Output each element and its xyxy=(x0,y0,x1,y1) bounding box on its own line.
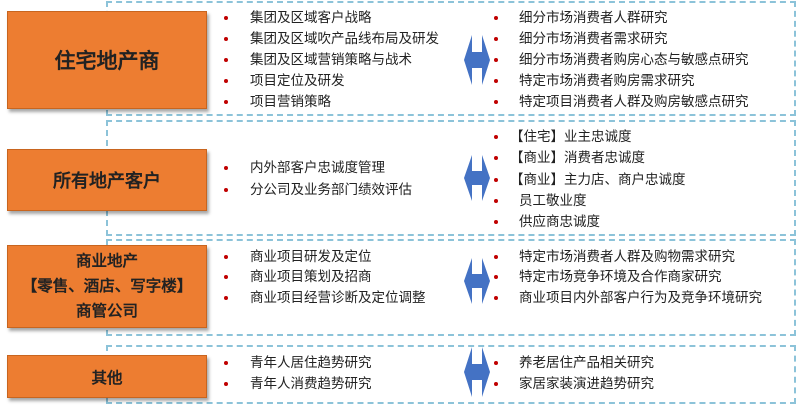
item-text: 集团及区域吹产品线布局及研发 xyxy=(250,31,439,47)
bullet-icon xyxy=(224,166,228,170)
list-item: 特定市场消费者人群及购物需求研究 xyxy=(494,249,735,265)
bullet-icon xyxy=(494,275,498,279)
list-item: 【商业】消费者忠诚度 xyxy=(494,150,645,166)
list-item: 内外部客户忠诚度管理 xyxy=(224,160,385,176)
bullet-icon xyxy=(494,79,498,83)
list-item: 青年人消费趋势研究 xyxy=(224,376,372,392)
bullet-icon xyxy=(494,382,498,386)
category-box-commercial: 商业地产 【零售、酒店、写字楼】 商管公司 xyxy=(7,245,207,328)
bullet-icon xyxy=(494,296,498,300)
bullet-icon xyxy=(494,220,498,224)
bullet-icon xyxy=(494,361,498,365)
bullet-icon xyxy=(494,178,498,182)
double-arrow-icon xyxy=(464,35,490,85)
double-arrow-icon xyxy=(464,155,490,201)
list-item: 【住宅】业主忠诚度 xyxy=(494,129,632,145)
bullet-icon xyxy=(224,16,228,20)
list-item: 集团及区域吹产品线布局及研发 xyxy=(224,31,439,47)
category-title: 其他 xyxy=(91,368,123,387)
item-text: 集团及区域客户战略 xyxy=(250,10,372,26)
list-item: 项目营销策略 xyxy=(224,94,331,110)
list-item: 分公司及业务部门绩效评估 xyxy=(224,182,412,198)
bullet-icon xyxy=(224,100,228,104)
bullet-icon xyxy=(224,79,228,83)
item-text: 【商业】主力店、商户忠诚度 xyxy=(510,172,686,188)
list-item: 细分市场消费者需求研究 xyxy=(494,31,668,47)
bullet-icon xyxy=(224,255,228,259)
item-text: 商业项目研发及定位 xyxy=(250,249,372,265)
category-title-line3: 商管公司 xyxy=(75,302,138,320)
item-text: 项目营销策略 xyxy=(250,94,331,110)
bullet-icon xyxy=(494,58,498,62)
item-text: 家居家装演进趋势研究 xyxy=(519,376,654,392)
category-title: 所有地产客户 xyxy=(53,171,161,192)
list-item: 细分市场消费者购房心态与敏感点研究 xyxy=(494,52,749,68)
section-frame-all-clients xyxy=(106,120,796,236)
item-text: 员工敬业度 xyxy=(519,193,587,209)
bullet-icon xyxy=(224,58,228,62)
item-text: 青年人消费趋势研究 xyxy=(250,376,372,392)
double-arrow-icon xyxy=(464,347,490,397)
bullet-icon xyxy=(494,37,498,41)
item-text: 内外部客户忠诚度管理 xyxy=(250,160,385,176)
bullet-icon xyxy=(224,382,228,386)
bullet-icon xyxy=(494,16,498,20)
category-title: 商业地产 xyxy=(75,252,138,270)
item-text: 【商业】消费者忠诚度 xyxy=(510,150,645,166)
list-item: 特定项目消费者人群及购房敏感点研究 xyxy=(494,94,749,110)
item-text: 供应商忠诚度 xyxy=(519,214,600,230)
item-text: 细分市场消费者需求研究 xyxy=(519,31,668,47)
list-item: 商业项目内外部客户行为及竞争环境研究 xyxy=(494,290,762,306)
bullet-icon xyxy=(224,37,228,41)
item-text: 【住宅】业主忠诚度 xyxy=(510,129,632,145)
bullet-icon xyxy=(224,188,228,192)
list-item: 养老居住产品相关研究 xyxy=(494,355,654,371)
bullet-icon xyxy=(494,199,498,203)
bullet-icon xyxy=(494,100,498,104)
list-item: 家居家装演进趋势研究 xyxy=(494,376,654,392)
bullet-icon xyxy=(224,275,228,279)
category-box-other: 其他 xyxy=(7,355,207,398)
list-item: 【商业】主力店、商户忠诚度 xyxy=(494,172,686,188)
list-item: 细分市场消费者人群研究 xyxy=(494,10,668,26)
bullet-icon xyxy=(224,361,228,365)
list-item: 项目定位及研发 xyxy=(224,73,345,89)
double-arrow-icon xyxy=(464,258,490,304)
item-text: 细分市场消费者人群研究 xyxy=(519,10,668,26)
section-frame-other xyxy=(106,345,796,404)
item-text: 细分市场消费者购房心态与敏感点研究 xyxy=(519,52,749,68)
item-text: 养老居住产品相关研究 xyxy=(519,355,654,371)
category-box-residential: 住宅地产商 xyxy=(7,11,207,109)
item-text: 特定市场竞争环境及合作商家研究 xyxy=(519,269,722,285)
item-text: 商业项目内外部客户行为及竞争环境研究 xyxy=(519,290,762,306)
bullet-icon xyxy=(494,135,498,139)
list-item: 员工敬业度 xyxy=(494,193,587,209)
list-item: 特定市场竞争环境及合作商家研究 xyxy=(494,269,722,285)
category-subtitle: 【零售、酒店、写字楼】 xyxy=(21,277,193,295)
list-item: 特定市场消费者购房需求研究 xyxy=(494,73,695,89)
list-item: 集团及区域营销策略与战术 xyxy=(224,52,412,68)
item-text: 特定项目消费者人群及购房敏感点研究 xyxy=(519,94,749,110)
list-item: 商业项目研发及定位 xyxy=(224,249,372,265)
item-text: 项目定位及研发 xyxy=(250,73,345,89)
item-text: 特定市场消费者人群及购物需求研究 xyxy=(519,249,735,265)
list-item: 青年人居住趋势研究 xyxy=(224,355,372,371)
list-item: 集团及区域客户战略 xyxy=(224,10,372,26)
bullet-icon xyxy=(224,296,228,300)
list-item: 供应商忠诚度 xyxy=(494,214,600,230)
bullet-icon xyxy=(494,255,498,259)
item-text: 商业项目经营诊断及定位调整 xyxy=(250,290,426,306)
item-text: 集团及区域营销策略与战术 xyxy=(250,52,412,68)
list-item: 商业项目经营诊断及定位调整 xyxy=(224,290,426,306)
item-text: 特定市场消费者购房需求研究 xyxy=(519,73,695,89)
item-text: 青年人居住趋势研究 xyxy=(250,355,372,371)
item-text: 商业项目策划及招商 xyxy=(250,269,372,285)
bullet-icon xyxy=(494,156,498,160)
category-title: 住宅地产商 xyxy=(54,49,160,73)
item-text: 分公司及业务部门绩效评估 xyxy=(250,182,412,198)
list-item: 商业项目策划及招商 xyxy=(224,269,372,285)
category-box-all-clients: 所有地产客户 xyxy=(7,149,207,211)
